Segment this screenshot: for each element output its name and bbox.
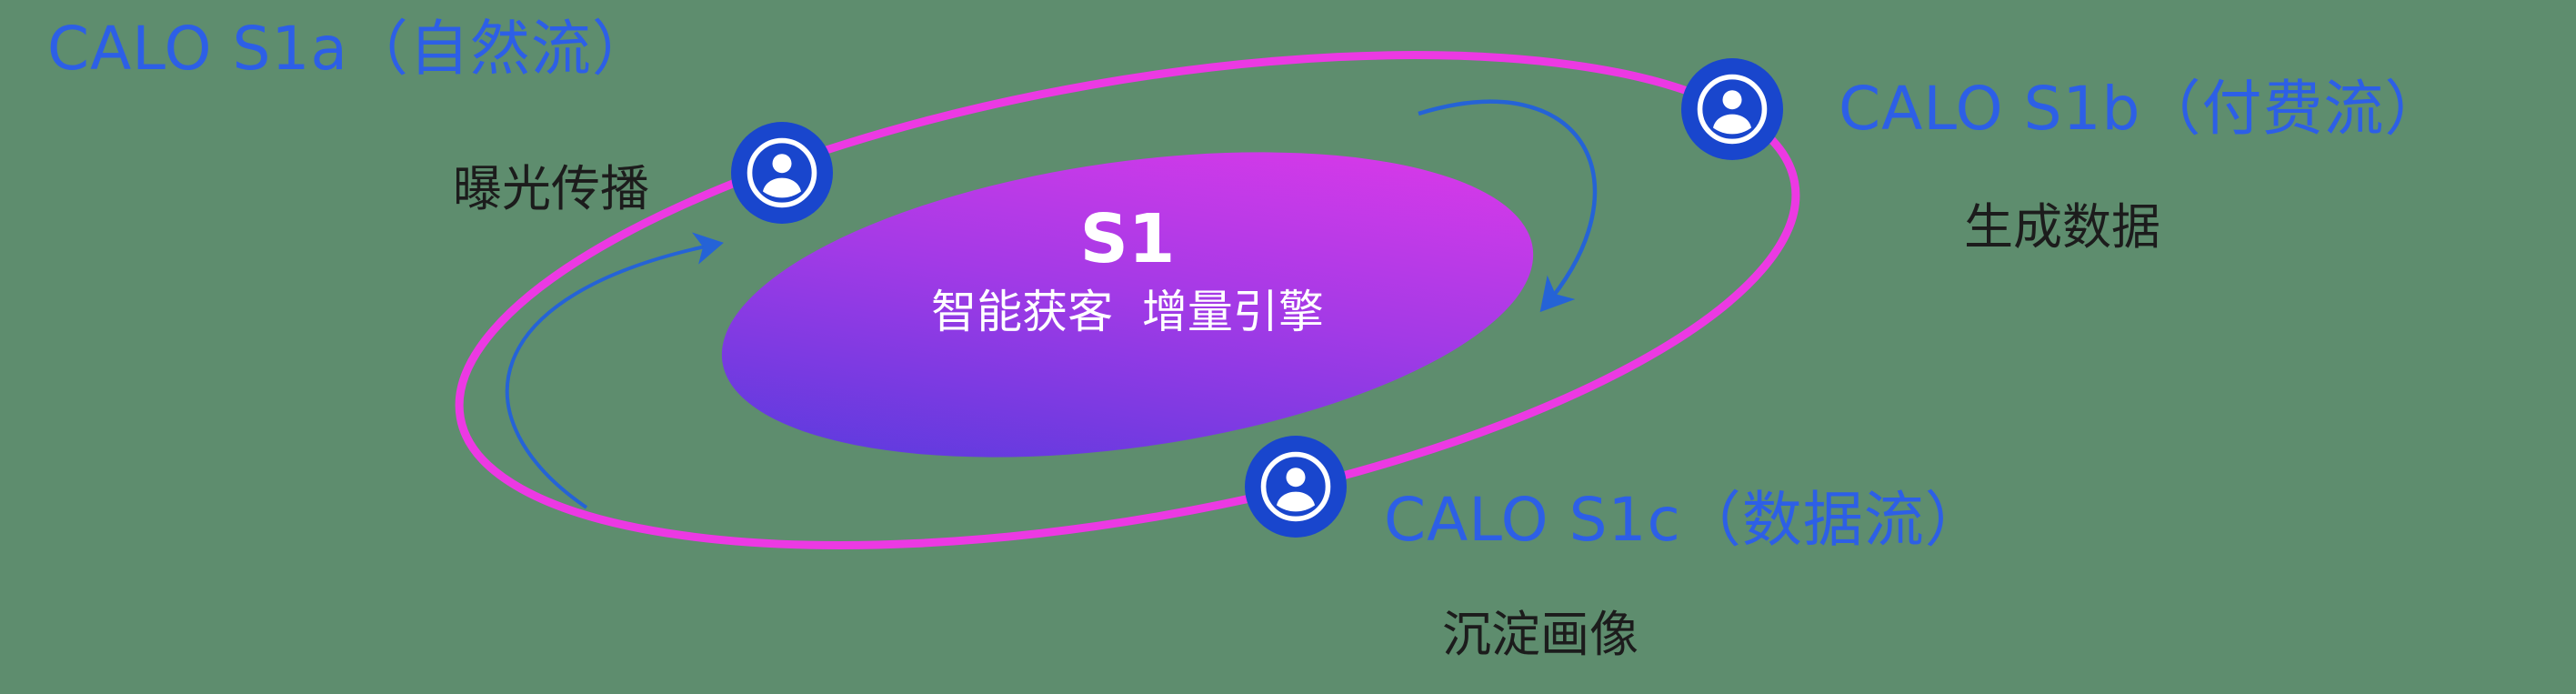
label-calo-s1a-title: CALO S1a（自然流） [47,14,653,84]
core-title: S1 [1079,200,1176,278]
label-calo-s1c-subtitle: 沉淀画像 [1442,606,1639,663]
user-icon [1681,58,1783,160]
core-subtitle: 智能获客 增量引擎 [931,286,1324,338]
user-icon [1245,436,1347,538]
flow-arrow-right [1418,99,1598,313]
label-calo-s1b-subtitle: 生成数据 [1964,198,2160,256]
orbit-ring [455,51,1800,549]
core-label-group: S1 智能获客 增量引擎 [931,206,1324,335]
node-calo-s1c [1245,436,1347,538]
label-calo-s1a-subtitle: 曝光传播 [453,160,649,217]
core-ellipse [721,152,1534,458]
label-calo-s1b-title: CALO S1b（付费流） [1839,74,2446,144]
flow-arrow-left [505,232,724,509]
node-calo-s1a [731,122,833,224]
label-calo-s1c-title: CALO S1c（数据流） [1384,485,1986,555]
user-icon [731,122,833,224]
node-calo-s1b [1681,58,1783,160]
